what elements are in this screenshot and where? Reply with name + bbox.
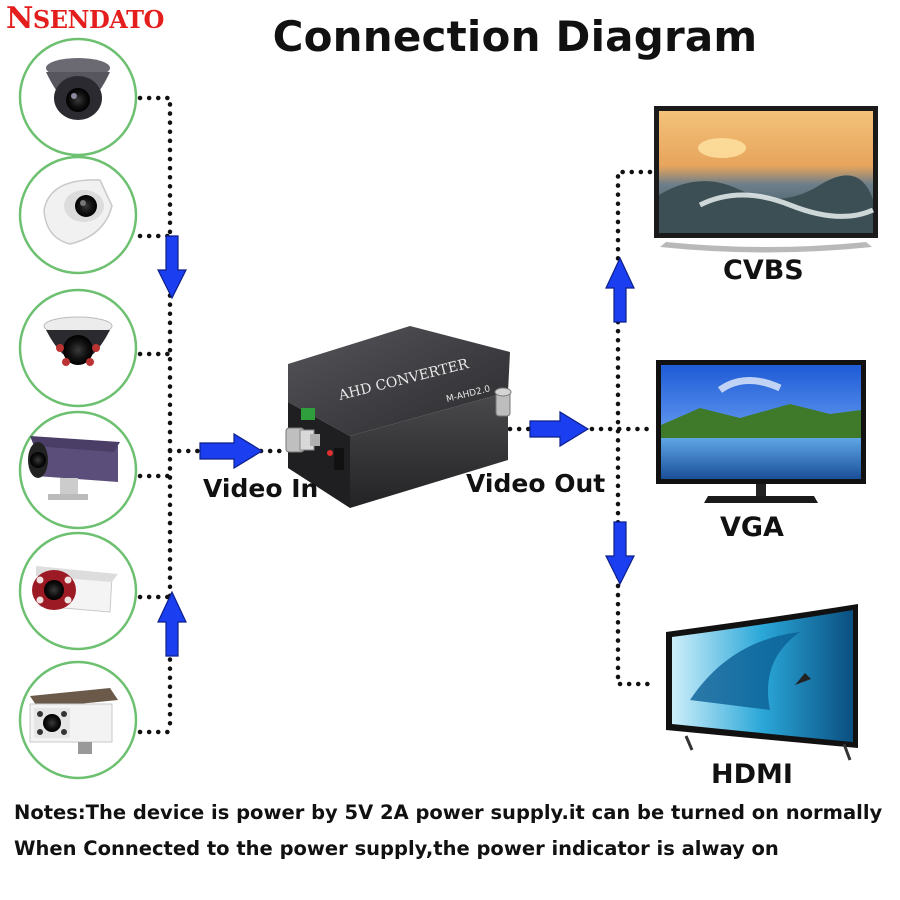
ahd-converter-device — [285, 326, 512, 508]
bullet-camera-red-ir-icon — [32, 566, 118, 613]
video-in-label: Video In — [203, 474, 319, 503]
cvbs-tv — [654, 106, 878, 253]
vga-monitor — [656, 360, 866, 503]
brand-logo: NSENDATO — [6, 1, 164, 36]
camera-bus-line — [137, 95, 173, 735]
arrow-right-icon — [199, 432, 264, 470]
box-camera-white-icon — [29, 688, 118, 754]
dome-camera-white-icon — [43, 179, 113, 245]
arrow-down-icon — [157, 235, 187, 300]
flow-arrows — [157, 235, 635, 657]
output-bus-line — [615, 169, 653, 687]
camera-list — [18, 37, 138, 780]
page-title: Connection Diagram — [272, 12, 758, 61]
bullet-camera-purple-icon — [28, 436, 120, 500]
dome-camera-dark-icon — [46, 58, 110, 120]
arrow-up-icon — [605, 256, 635, 323]
arrow-down-icon — [605, 521, 635, 586]
hdmi-label: HDMI — [711, 759, 793, 790]
vga-label: VGA — [720, 512, 784, 543]
cvbs-label: CVBS — [723, 255, 804, 286]
arrow-right-icon — [529, 410, 590, 448]
arrow-up-icon — [157, 590, 187, 657]
power-note-line-2: When Connected to the power supply,the p… — [14, 837, 779, 860]
video-out-label: Video Out — [466, 469, 606, 498]
power-note-line-1: Notes:The device is power by 5V 2A power… — [14, 801, 883, 824]
dome-camera-ir-icon — [43, 316, 113, 366]
hdmi-curved-tv — [666, 604, 858, 761]
